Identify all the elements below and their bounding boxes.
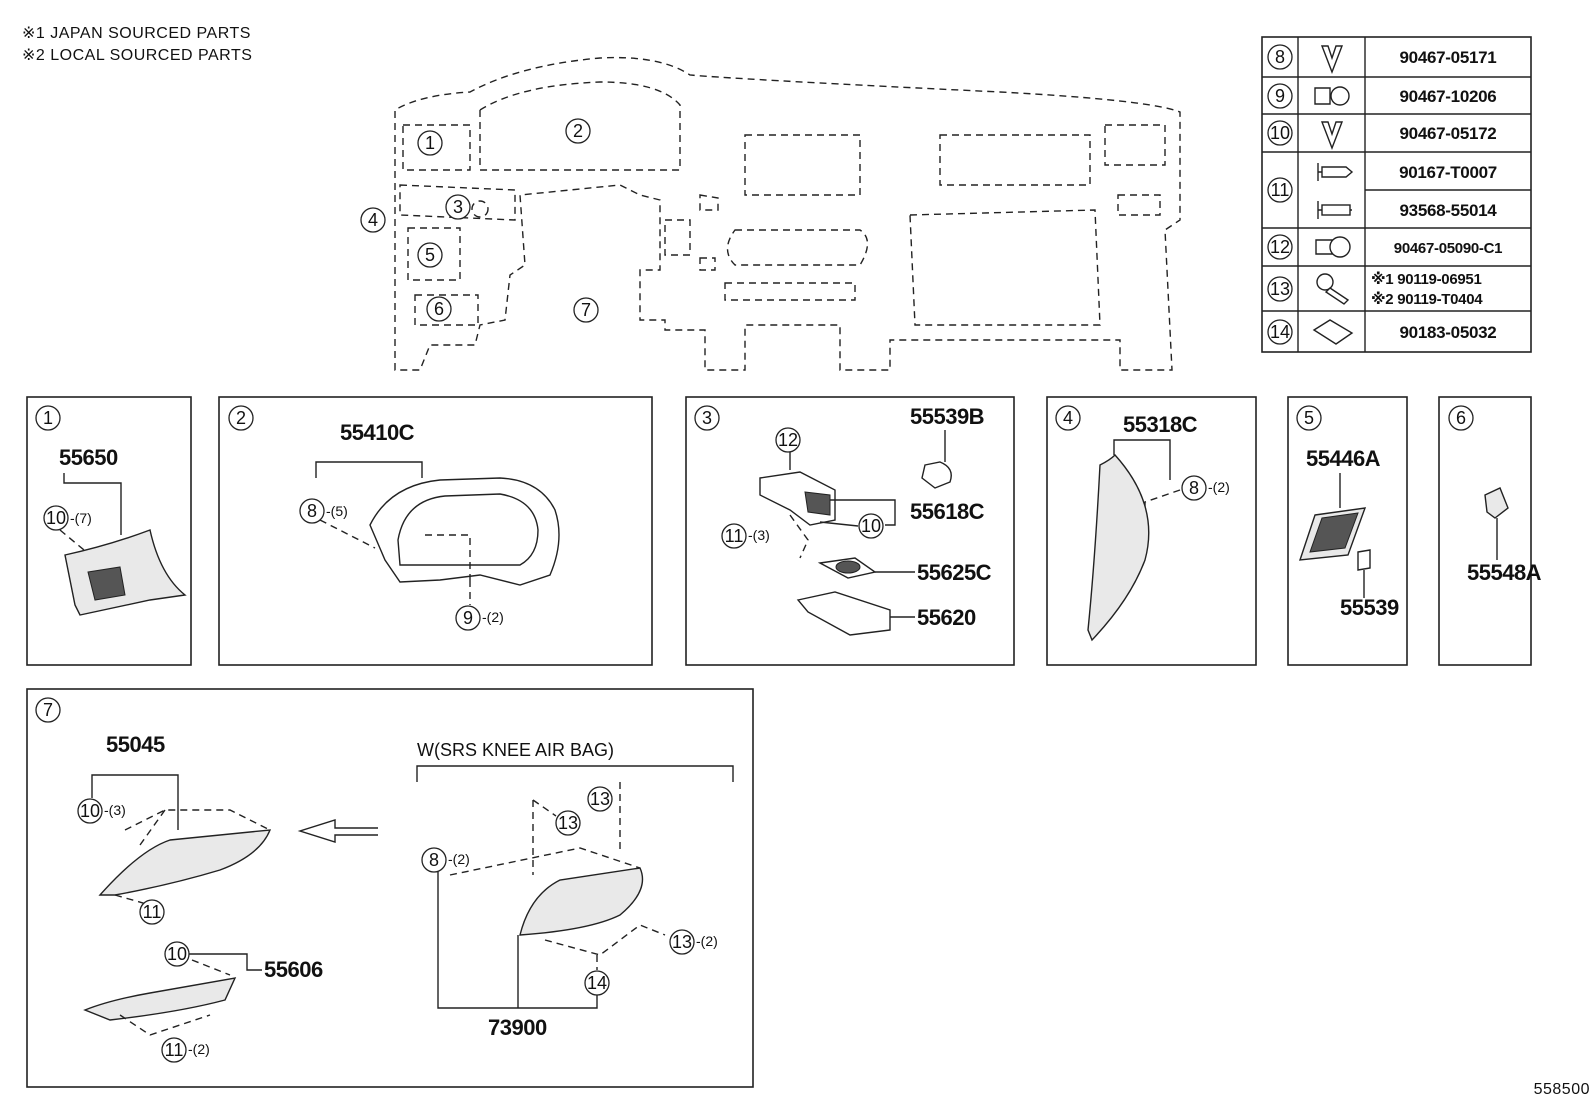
panel-7: 7 55045 10 -(3) 11 10 55606 11 -(2) W(SR… — [26, 688, 754, 1088]
svg-text:3: 3 — [453, 197, 463, 217]
svg-text:-(3): -(3) — [104, 802, 126, 818]
svg-text:11: 11 — [143, 902, 162, 922]
note-local: ※2 LOCAL SOURCED PARTS — [22, 47, 252, 64]
svg-text:10: 10 — [861, 516, 881, 536]
svg-text:2: 2 — [236, 408, 246, 428]
svg-text:5: 5 — [1304, 408, 1314, 428]
svg-text:4: 4 — [1063, 408, 1073, 428]
svg-text:55539: 55539 — [1340, 595, 1399, 620]
svg-text:55045: 55045 — [106, 732, 165, 757]
svg-text:-(3): -(3) — [748, 527, 770, 543]
svg-text:11: 11 — [1271, 180, 1290, 200]
panel-2: 2 55410C 8 -(5) 9 -(2) — [218, 396, 653, 666]
svg-text:55650: 55650 — [59, 445, 118, 470]
fastener-table: 8 90467-05171 9 90467-10206 10 90467-051… — [1261, 36, 1532, 353]
svg-text:10: 10 — [80, 801, 100, 821]
svg-text:-(2): -(2) — [1208, 479, 1230, 495]
svg-text:4: 4 — [368, 210, 378, 230]
panel-6: 6 55548A — [1438, 396, 1542, 666]
svg-text:55446A: 55446A — [1306, 446, 1381, 471]
overview-callouts: 1 2 3 4 5 6 7 — [360, 118, 599, 323]
svg-text:5: 5 — [425, 245, 435, 265]
svg-text:55625C: 55625C — [917, 560, 992, 585]
svg-text:90467-05172: 90467-05172 — [1400, 124, 1497, 143]
svg-text:W(SRS KNEE AIR BAG): W(SRS KNEE AIR BAG) — [417, 740, 614, 760]
svg-text:55620: 55620 — [917, 605, 976, 630]
svg-text:90467-05171: 90467-05171 — [1400, 48, 1497, 67]
svg-text:55318C: 55318C — [1123, 412, 1198, 437]
svg-text:14: 14 — [1270, 322, 1290, 342]
svg-text:-(2): -(2) — [482, 609, 504, 625]
panel-3: 3 55539B 12 55618C 10 11 -(3) 55625C 556… — [685, 396, 1015, 666]
svg-text:3: 3 — [702, 408, 712, 428]
svg-text:12: 12 — [1270, 237, 1290, 257]
svg-text:9: 9 — [463, 608, 473, 628]
svg-text:55606: 55606 — [264, 957, 323, 982]
svg-text:-(5): -(5) — [326, 503, 348, 519]
panel-5: 5 55446A 55539 — [1287, 396, 1408, 666]
svg-text:10: 10 — [167, 944, 187, 964]
svg-text:8: 8 — [307, 501, 317, 521]
svg-text:90467-05090-C1: 90467-05090-C1 — [1394, 240, 1502, 257]
svg-text:13: 13 — [558, 813, 578, 833]
note-japan: ※1 JAPAN SOURCED PARTS — [22, 25, 251, 42]
diagram-code: 558500 — [1534, 1081, 1590, 1098]
svg-text:1: 1 — [425, 133, 435, 153]
svg-text:-(2): -(2) — [696, 933, 718, 949]
svg-text:2: 2 — [573, 121, 583, 141]
svg-text:11: 11 — [725, 526, 744, 546]
dashboard-overview — [394, 56, 1181, 371]
svg-text:9: 9 — [1275, 86, 1285, 106]
panel-4: 4 55318C 8 -(2) — [1046, 396, 1257, 666]
svg-text:-(7): -(7) — [70, 510, 92, 526]
table-row-11: 11 90167-T0007 93568-55014 — [1267, 163, 1498, 220]
svg-text:7: 7 — [43, 700, 53, 720]
table-row-14: 14 90183-05032 — [1267, 319, 1497, 345]
svg-text:55548A: 55548A — [1467, 560, 1542, 585]
svg-text:12: 12 — [778, 430, 798, 450]
svg-text:6: 6 — [1456, 408, 1466, 428]
svg-text:11: 11 — [165, 1040, 184, 1060]
svg-text:-(2): -(2) — [448, 851, 470, 867]
svg-text:7: 7 — [581, 300, 591, 320]
panel-1: 1 55650 10 -(7) — [26, 396, 192, 666]
svg-text:55539B: 55539B — [910, 404, 984, 429]
svg-text:10: 10 — [1270, 123, 1290, 143]
svg-text:10: 10 — [46, 508, 66, 528]
svg-text:-(2): -(2) — [188, 1041, 210, 1057]
svg-text:8: 8 — [1189, 478, 1199, 498]
svg-text:14: 14 — [587, 973, 607, 993]
svg-text:※2 90119-T0404: ※2 90119-T0404 — [1371, 290, 1483, 308]
table-row-8: 8 90467-05171 — [1267, 44, 1497, 74]
svg-text:※1 90119-06951: ※1 90119-06951 — [1371, 270, 1481, 288]
svg-text:73900: 73900 — [488, 1015, 547, 1040]
svg-text:55410C: 55410C — [340, 420, 415, 445]
svg-text:8: 8 — [429, 850, 439, 870]
svg-text:13: 13 — [1270, 279, 1290, 299]
table-row-9: 9 90467-10206 — [1267, 83, 1497, 109]
table-row-12: 12 90467-05090-C1 — [1267, 234, 1502, 260]
table-row-10: 10 90467-05172 — [1267, 120, 1497, 150]
svg-text:13: 13 — [672, 932, 692, 952]
svg-text:90183-05032: 90183-05032 — [1400, 323, 1497, 342]
svg-text:55618C: 55618C — [910, 499, 985, 524]
svg-text:1: 1 — [43, 408, 53, 428]
svg-text:90467-10206: 90467-10206 — [1400, 87, 1497, 106]
svg-text:93568-55014: 93568-55014 — [1400, 201, 1498, 220]
svg-text:6: 6 — [434, 299, 444, 319]
table-row-13: 13 ※1 90119-06951 ※2 90119-T0404 — [1267, 270, 1484, 308]
svg-text:90167-T0007: 90167-T0007 — [1399, 163, 1497, 182]
svg-text:8: 8 — [1275, 47, 1285, 67]
svg-text:13: 13 — [590, 789, 610, 809]
